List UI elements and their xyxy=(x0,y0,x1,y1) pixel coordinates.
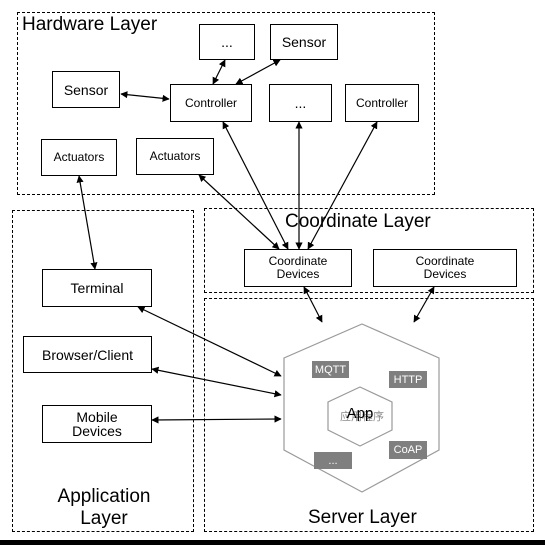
server-layer-title: Server Layer xyxy=(308,507,417,528)
arrow-sensorleft-controller xyxy=(120,91,170,102)
ellipsis-box-mid[interactable]: ... xyxy=(269,84,332,122)
app-label: App xyxy=(346,405,374,422)
sensor-box-left[interactable]: Sensor xyxy=(52,71,120,108)
arrow-mobile-server xyxy=(151,415,282,424)
arrow-sensor-controller xyxy=(235,59,281,85)
ellipsis-box-top[interactable]: ... xyxy=(199,24,255,60)
app-hexagon-inner xyxy=(327,386,393,447)
http-tag: HTTP xyxy=(389,371,427,388)
arrow-actuators1-terminal xyxy=(76,175,98,270)
controller-box-1[interactable]: Controller xyxy=(170,84,252,122)
server-layer xyxy=(204,298,534,532)
sensor-box-top[interactable]: Sensor xyxy=(270,24,338,60)
actuators-box-1[interactable]: Actuators xyxy=(41,139,117,176)
bottom-border xyxy=(0,540,545,545)
arrow-actuators2-coord xyxy=(198,174,280,250)
terminal-box[interactable]: Terminal xyxy=(42,269,152,307)
mobile-devices-box[interactable]: Mobile Devices xyxy=(42,405,152,443)
arrow-controller2-coord xyxy=(307,121,378,250)
browser-client-box[interactable]: Browser/Client xyxy=(23,336,152,373)
more-protocols-tag: ... xyxy=(314,452,352,469)
actuators-box-2[interactable]: Actuators xyxy=(136,138,214,175)
arrow-coord1-server xyxy=(303,286,323,323)
app-overlay-text: 应用程序 xyxy=(340,411,384,423)
hardware-layer-title: Hardware Layer xyxy=(22,14,158,35)
coordinate-devices-box-1[interactable]: Coordinate Devices xyxy=(244,249,352,287)
coordinate-devices-box-2[interactable]: Coordinate Devices xyxy=(373,249,517,287)
arrow-coord2-server xyxy=(413,286,435,323)
arrow-ellipsis-controller xyxy=(212,59,226,85)
arrow-controller1-coord xyxy=(222,121,289,250)
controller-box-2[interactable]: Controller xyxy=(345,84,419,122)
coap-tag: CoAP xyxy=(389,441,427,459)
arrow-terminal-server xyxy=(137,306,282,377)
mqtt-tag: MQTT xyxy=(312,361,349,378)
arrow-browser-server xyxy=(151,366,282,398)
application-layer-title: Application Layer xyxy=(57,486,151,529)
